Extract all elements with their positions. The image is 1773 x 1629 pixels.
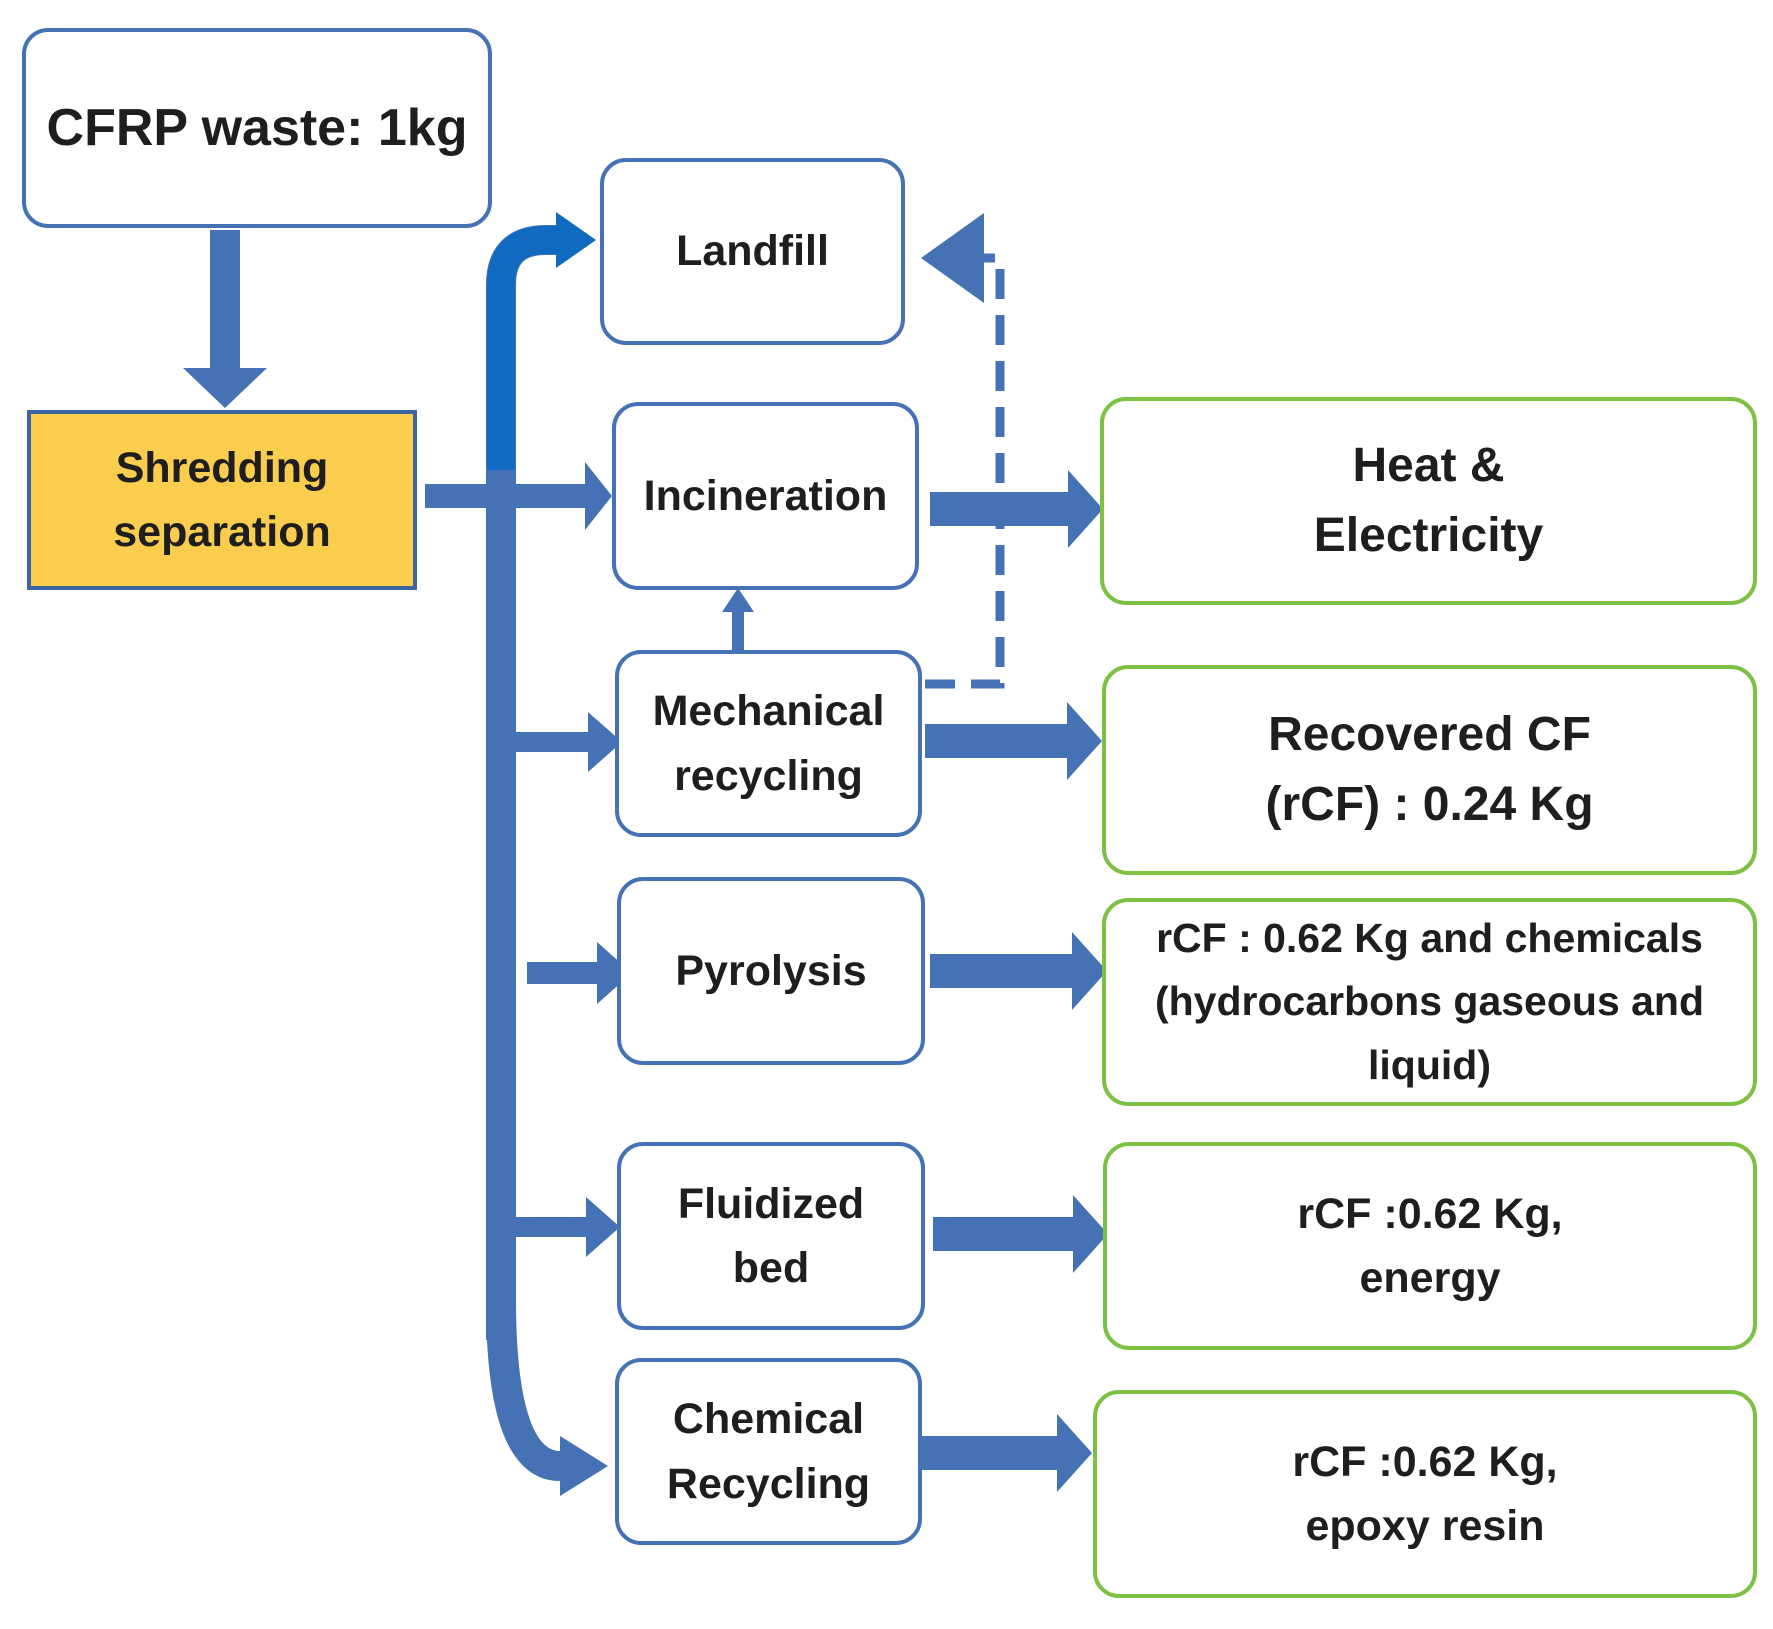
fluidized-bed-box: Fluidized bed bbox=[617, 1142, 925, 1330]
arrow-pyrolysis-to-output bbox=[930, 932, 1107, 1010]
chemical-recycling-label: Chemical Recycling bbox=[666, 1395, 871, 1508]
arrow-chemical-to-output bbox=[915, 1414, 1092, 1492]
dashed-arrow-mechanical-to-landfill bbox=[921, 213, 1005, 689]
arrow-trunk-to-mechanical bbox=[516, 712, 622, 772]
arrow-fluidized-to-output bbox=[933, 1195, 1108, 1273]
arrow-mechanical-to-output bbox=[925, 702, 1102, 780]
heat-electricity-box: Heat & Electricity bbox=[1100, 397, 1757, 605]
pyrolysis-output-label: rCF : 0.62 Kg and chemicals (hydrocarbon… bbox=[1154, 914, 1705, 1088]
shredding-separation-label: Shredding separation bbox=[113, 443, 331, 557]
fluidized-output-box: rCF :0.62 Kg, energy bbox=[1103, 1142, 1757, 1350]
pyrolysis-label: Pyrolysis bbox=[675, 946, 867, 995]
distribution-trunk bbox=[486, 212, 608, 1496]
chemical-output-label: rCF :0.62 Kg, epoxy resin bbox=[1292, 1437, 1558, 1551]
recovered-cf-label: Recovered CF (rCF) : 0.24 Kg bbox=[1265, 708, 1594, 831]
arrow-mechanical-to-incineration bbox=[722, 588, 754, 652]
arrow-incineration-to-output bbox=[930, 470, 1103, 548]
landfill-box: Landfill bbox=[600, 158, 905, 345]
pyrolysis-output-box: rCF : 0.62 Kg and chemicals (hydrocarbon… bbox=[1102, 898, 1757, 1106]
arrow-trunk-to-pyrolysis bbox=[527, 942, 632, 1004]
arrow-waste-to-shredding bbox=[183, 230, 267, 408]
landfill-label: Landfill bbox=[676, 227, 829, 276]
chemical-recycling-box: Chemical Recycling bbox=[615, 1358, 922, 1545]
mechanical-recycling-label: Mechanical recycling bbox=[652, 687, 885, 800]
chemical-output-box: rCF :0.62 Kg, epoxy resin bbox=[1093, 1390, 1757, 1598]
incineration-box: Incineration bbox=[612, 402, 919, 590]
heat-electricity-label: Heat & Electricity bbox=[1313, 439, 1544, 562]
shredding-separation-box: Shredding separation bbox=[27, 410, 417, 590]
cfrp-waste-box: CFRP waste: 1kg bbox=[22, 28, 492, 228]
cfrp-waste-label: CFRP waste: 1kg bbox=[46, 98, 468, 157]
incineration-label: Incineration bbox=[643, 471, 888, 520]
fluidized-bed-label: Fluidized bed bbox=[677, 1179, 865, 1293]
arrow-shredding-to-incineration bbox=[425, 462, 612, 530]
fluidized-output-label: rCF :0.62 Kg, energy bbox=[1297, 1189, 1563, 1303]
recovered-cf-box: Recovered CF (rCF) : 0.24 Kg bbox=[1102, 665, 1757, 875]
mechanical-recycling-box: Mechanical recycling bbox=[615, 650, 922, 837]
arrow-trunk-to-fluidized bbox=[516, 1197, 620, 1257]
pyrolysis-box: Pyrolysis bbox=[617, 877, 925, 1065]
